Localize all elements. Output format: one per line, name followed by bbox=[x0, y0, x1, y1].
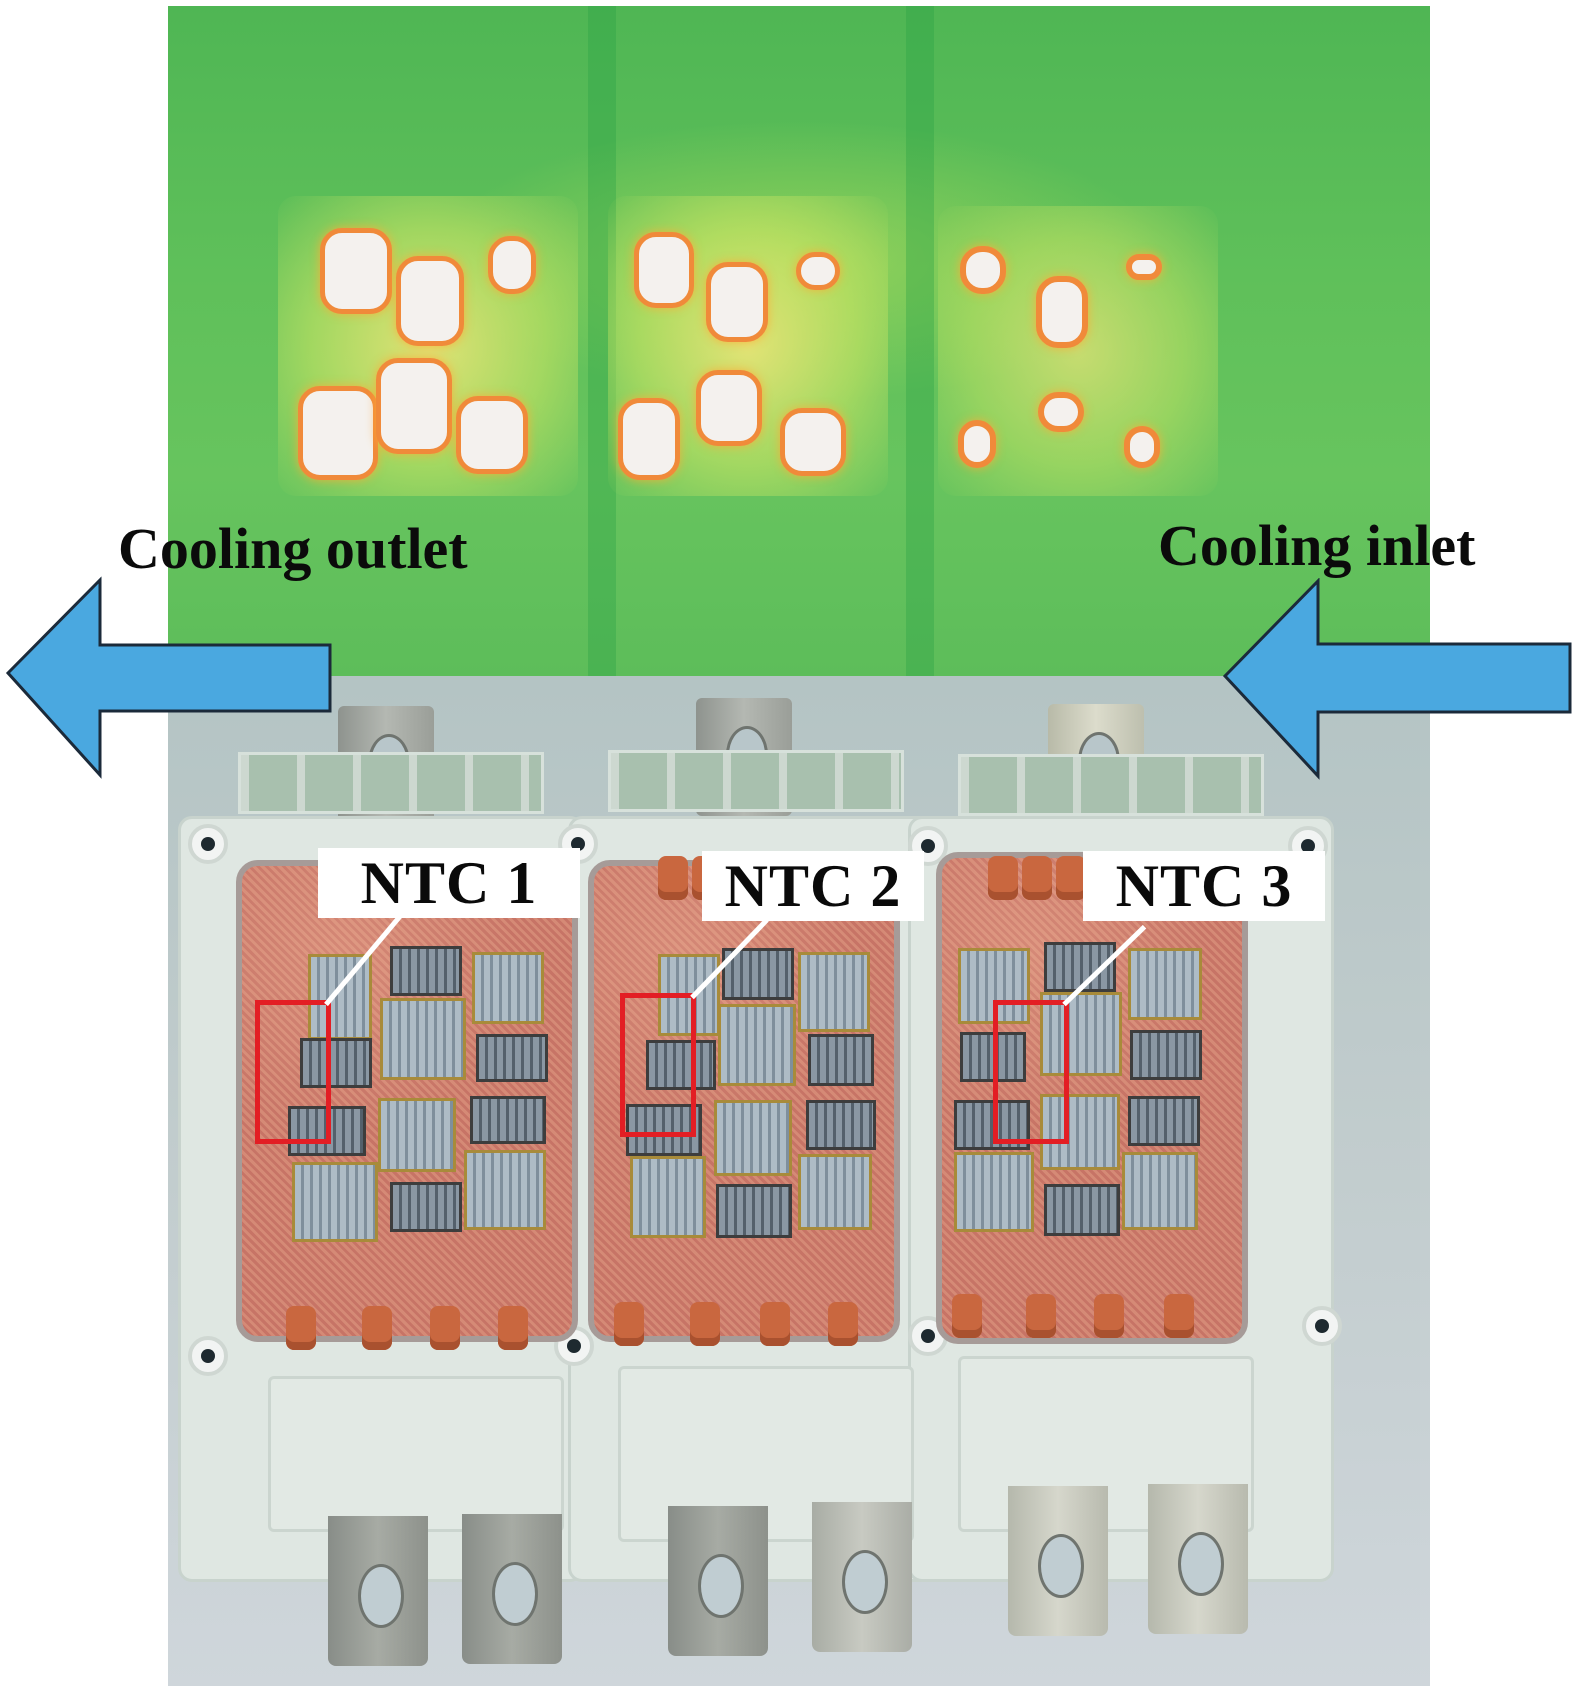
chip bbox=[1128, 1096, 1200, 1146]
copper-pad bbox=[1056, 856, 1086, 900]
copper-pad bbox=[498, 1306, 528, 1350]
chip bbox=[646, 1040, 716, 1090]
hotspot bbox=[796, 252, 840, 290]
screw bbox=[188, 1336, 228, 1376]
chip bbox=[1044, 1184, 1120, 1236]
chip bbox=[472, 952, 544, 1024]
ntc-2-highlight-box bbox=[620, 993, 696, 1137]
copper-pad bbox=[1026, 1294, 1056, 1338]
chip bbox=[718, 1004, 796, 1086]
power-terminal bbox=[328, 1516, 428, 1666]
copper-pad bbox=[952, 1294, 982, 1338]
screw bbox=[188, 824, 228, 864]
chip bbox=[292, 1162, 378, 1242]
chip bbox=[390, 946, 462, 996]
hotspot bbox=[696, 370, 762, 446]
hotspot bbox=[780, 408, 846, 476]
chip bbox=[1128, 948, 1202, 1020]
chip bbox=[630, 1156, 706, 1238]
copper-pad bbox=[658, 856, 688, 900]
power-terminal bbox=[1008, 1486, 1108, 1636]
module-photo bbox=[168, 676, 1430, 1686]
ntc-3-label: NTC 3 bbox=[1083, 851, 1325, 921]
bottom-housing-2 bbox=[618, 1366, 914, 1542]
copper-pad bbox=[1094, 1294, 1124, 1338]
copper-pad bbox=[760, 1302, 790, 1346]
power-terminal bbox=[462, 1514, 562, 1664]
cooling-inlet-label: Cooling inlet bbox=[1158, 513, 1476, 578]
cooling-outlet-label: Cooling outlet bbox=[118, 516, 468, 581]
hotspot bbox=[706, 262, 768, 342]
hotspot bbox=[960, 246, 1006, 294]
chip bbox=[380, 998, 466, 1080]
ntc-3-highlight-box bbox=[993, 1000, 1069, 1144]
thermal-seam bbox=[906, 6, 934, 676]
bottom-housing-1 bbox=[268, 1376, 564, 1532]
chip bbox=[806, 1100, 876, 1150]
ntc-2-label: NTC 2 bbox=[702, 851, 924, 921]
screw bbox=[1302, 1306, 1342, 1346]
cooling-outlet-arrow-icon bbox=[5, 576, 332, 779]
hotspot bbox=[1126, 254, 1162, 280]
hotspot bbox=[634, 232, 694, 308]
chip bbox=[476, 1034, 548, 1082]
chip bbox=[958, 948, 1030, 1024]
copper-pad bbox=[1022, 856, 1052, 900]
cooling-inlet-arrow-icon bbox=[1222, 578, 1572, 780]
ntc-1-highlight-box bbox=[255, 1000, 331, 1144]
copper-pad bbox=[1164, 1294, 1194, 1338]
copper-pad bbox=[614, 1302, 644, 1346]
chip bbox=[798, 952, 870, 1032]
copper-pad bbox=[828, 1302, 858, 1346]
chip bbox=[1130, 1030, 1202, 1080]
chip bbox=[470, 1096, 546, 1144]
frame-rib bbox=[958, 754, 1264, 816]
power-terminal bbox=[1148, 1484, 1248, 1634]
hotspot bbox=[396, 256, 464, 346]
hotspot bbox=[456, 396, 528, 474]
copper-pad bbox=[690, 1302, 720, 1346]
chip bbox=[1040, 1094, 1120, 1170]
hotspot bbox=[618, 398, 680, 480]
chip bbox=[798, 1154, 872, 1230]
chip bbox=[808, 1034, 874, 1086]
frame-rib bbox=[238, 752, 544, 814]
chip bbox=[714, 1100, 792, 1176]
hotspot bbox=[1038, 392, 1084, 432]
frame-rib bbox=[608, 750, 904, 812]
hotspot bbox=[376, 358, 452, 454]
chip bbox=[954, 1152, 1034, 1232]
hotspot bbox=[958, 420, 996, 468]
hotspot bbox=[488, 236, 536, 294]
chip bbox=[626, 1104, 702, 1156]
hotspot bbox=[1036, 276, 1088, 348]
chip bbox=[1040, 992, 1122, 1076]
chip bbox=[300, 1038, 372, 1088]
ntc-1-label: NTC 1 bbox=[318, 848, 580, 918]
copper-pad bbox=[286, 1306, 316, 1350]
hotspot bbox=[320, 228, 392, 314]
chip bbox=[390, 1182, 462, 1232]
chip bbox=[464, 1150, 546, 1230]
power-terminal bbox=[668, 1506, 768, 1656]
chip bbox=[716, 1184, 792, 1238]
chip bbox=[378, 1098, 456, 1172]
copper-pad bbox=[430, 1306, 460, 1350]
copper-pad bbox=[362, 1306, 392, 1350]
copper-pad bbox=[988, 856, 1018, 900]
chip bbox=[1122, 1152, 1198, 1230]
hotspot bbox=[298, 386, 378, 480]
power-terminal bbox=[812, 1502, 912, 1652]
thermal-image bbox=[168, 6, 1430, 676]
hotspot bbox=[1124, 426, 1160, 468]
